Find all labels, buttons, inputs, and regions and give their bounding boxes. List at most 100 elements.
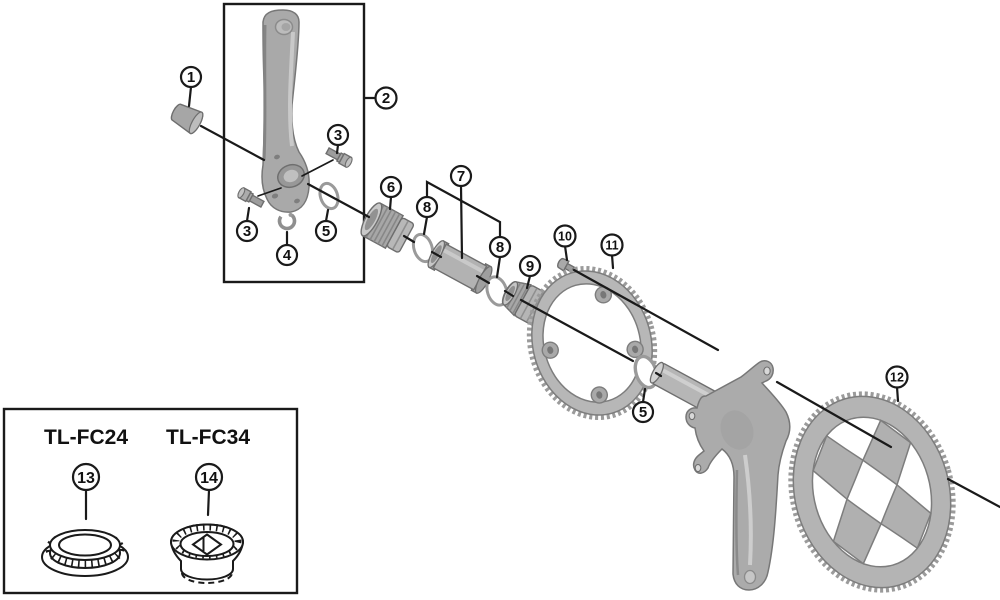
bolt-axis-upper [301,159,334,177]
callout-number: 10 [558,230,572,244]
pedal-hole-inner [281,23,291,31]
spider-hole-top [763,366,771,376]
callout-number: 9 [526,258,534,275]
tool-tl-fc24 [41,529,129,577]
tool-label-tl-fc24: TL-FC24 [44,426,128,449]
callout-number: 14 [200,470,218,487]
callout-3-upper: 3 [326,123,350,155]
chainring-arms [812,419,932,565]
callout-6: 6 [379,175,403,211]
arm-shadow [735,469,740,576]
callout-circle [379,175,403,199]
callout-number: 4 [283,247,292,264]
callout-circle [415,195,439,219]
chainring-teeth [526,265,658,421]
cup-left-face-inner [364,208,379,231]
spider-center-shade [720,410,754,450]
clip-ring [277,211,297,231]
part-safety-clip [277,211,297,231]
tool-label-tl-fc34: TL-FC34 [166,426,250,449]
callout-circle [235,219,259,243]
spider-hole-left [688,411,696,421]
callout-circle [449,164,473,188]
axle-highlight [660,367,715,400]
callout-number: 5 [639,404,647,421]
callout-circle [600,233,624,257]
tool-bottom-notches [181,572,233,584]
callout-number: 5 [322,223,330,240]
part-left-crank-arm [261,9,310,213]
axle-center-line [199,124,663,378]
callout-circle [488,235,512,259]
tool-box: TL-FC24 TL-FC34 13 14 [2,407,299,595]
callout-number: 12 [890,371,904,385]
bolt-head [557,257,570,272]
cap-flange-face [188,111,204,135]
part-pinch-bolt-upper [325,147,353,169]
part-seal-ring-left [411,232,435,264]
callout-circle [314,219,338,243]
tool-box-frame [2,407,299,595]
chainring-bolt-line [572,268,1000,509]
callout-circle [885,365,909,389]
crank-arm-highlight [288,31,295,147]
callout-8-left: 8 [415,195,439,236]
callout-8-right: 8 [488,235,512,279]
callout-circle [275,243,299,267]
callout-9: 9 [518,254,542,290]
part-seal-ring-right [485,275,509,307]
callout-circle [326,123,350,147]
bb-bore-inner [283,169,299,183]
callout-circle [631,400,655,424]
pinch-hole-2 [271,193,279,199]
callout-11: 11 [600,233,624,270]
callout-7: 7 [425,164,502,260]
callout-number: 3 [243,223,251,240]
bolt-axis-lower [257,187,282,197]
callout-number: 11 [605,239,618,253]
left-crank-box [222,2,366,284]
pinch-hole-3 [294,198,300,204]
part-inner-sleeve [427,239,493,295]
tool-splines [45,529,125,569]
callout-5-right: 5 [631,387,655,424]
callout-circle [179,65,203,89]
callout-14: 14 [194,462,224,517]
sleeve-highlight [443,248,484,274]
arm-highlight [743,454,753,566]
chainring-spider-tabs [541,286,644,404]
tool-diamond [191,533,223,556]
callout-3-lower: 3 [235,206,259,243]
cup-flange-groove [392,220,409,250]
part-chainring-outer [788,391,956,593]
right-crank-arm [649,360,791,591]
callout-number: 3 [334,127,342,144]
callout-bracket [425,180,502,239]
part-crank-cap [170,103,204,135]
pedal-hole [743,569,757,585]
callout-circle [518,254,542,278]
callout-12: 12 [885,365,909,403]
callout-number: 8 [496,239,504,256]
clip-end [288,212,293,217]
callout-5-left: 5 [314,208,338,243]
tool-tl-fc34 [169,523,245,584]
tool-floor [179,531,235,557]
tool-hole [58,533,112,557]
chainring-body [531,270,653,416]
callout-number: 8 [423,199,431,216]
callout-13: 13 [71,462,101,521]
part-chainring-inner [526,265,658,421]
callout-circle [71,462,101,492]
callout-10: 10 [553,224,577,262]
spider-hole-lower [694,463,702,473]
callout-circle [374,86,398,110]
callout-2: 2 [362,86,398,110]
chainring-body [792,395,952,589]
callout-number: 1 [187,69,195,86]
pinch-hole-1 [274,154,280,160]
crank-arm-shadow-edge [262,24,267,161]
crank-bb-bore [277,163,305,189]
